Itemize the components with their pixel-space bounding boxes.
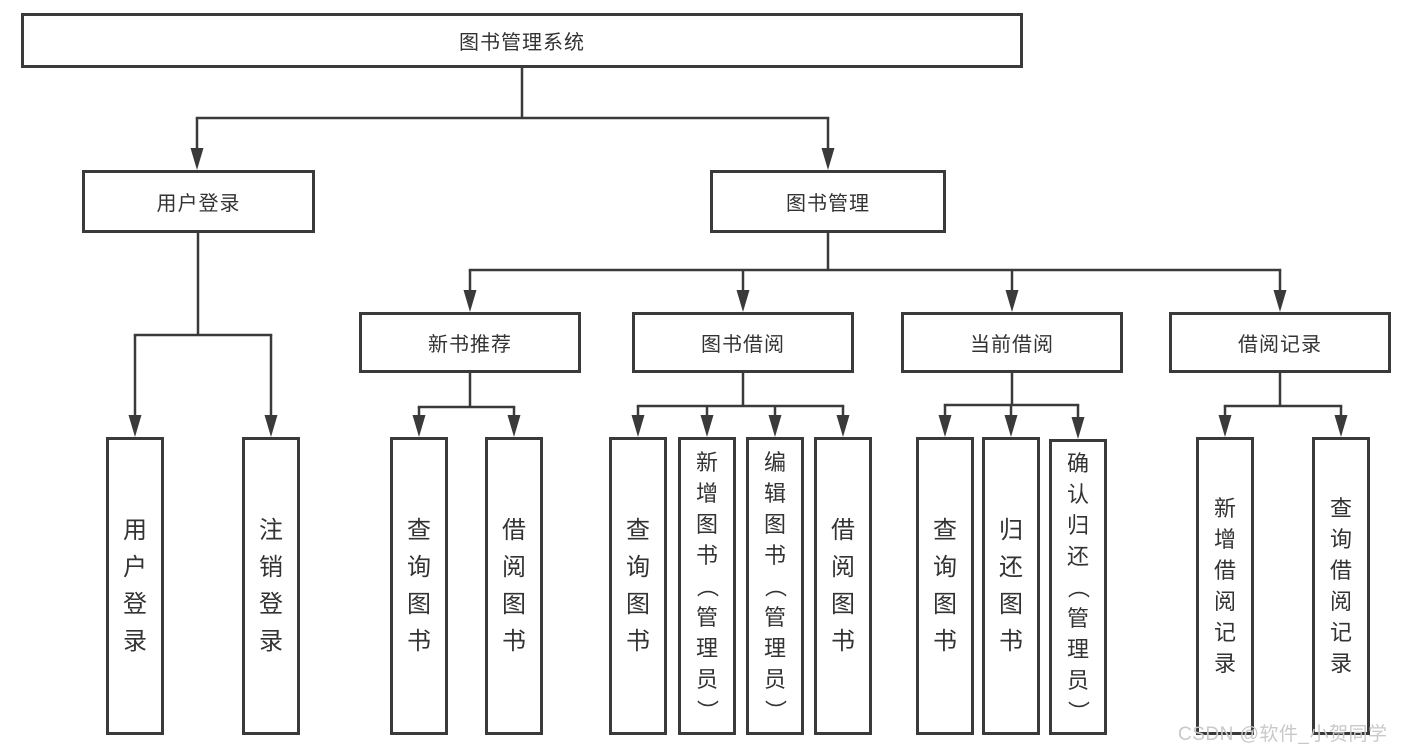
watermark: CSDN @软件_小贺同学	[1178, 724, 1388, 745]
node-new-book-recommend: 新书推荐	[359, 312, 581, 373]
leaf-confirm-return-admin: 确认归还（管理员）	[1049, 439, 1107, 735]
node-book-borrow-label: 图书借阅	[701, 334, 785, 356]
leaf-user-login: 用户登录	[106, 437, 164, 735]
leaf-borrow-books-borrow: 借阅图书	[814, 437, 872, 735]
leaf-borrow-books-recommend: 借阅图书	[485, 437, 543, 735]
node-user-login: 用户登录	[82, 170, 315, 233]
node-root: 图书管理系统	[21, 13, 1023, 68]
leaf-edit-book-admin: 编辑图书（管理员）	[746, 437, 804, 735]
leaf-return-book: 归还图书	[982, 437, 1040, 735]
leaf-query-borrow-record: 查询借阅记录	[1312, 437, 1370, 735]
node-current-borrow-label: 当前借阅	[970, 334, 1054, 356]
node-user-login-label: 用户登录	[156, 193, 241, 215]
node-new-book-recommend-label: 新书推荐	[428, 334, 512, 356]
node-book-management-label: 图书管理	[786, 193, 870, 215]
node-borrow-records-label: 借阅记录	[1238, 334, 1322, 356]
node-book-management: 图书管理	[710, 170, 946, 233]
leaf-add-borrow-record: 新增借阅记录	[1196, 437, 1254, 735]
leaf-add-book-admin: 新增图书（管理员）	[678, 437, 736, 735]
node-current-borrow: 当前借阅	[901, 312, 1123, 373]
leaf-query-books-current: 查询图书	[916, 437, 974, 735]
leaf-query-books-borrow: 查询图书	[609, 437, 667, 735]
leaf-query-books-recommend: 查询图书	[390, 437, 448, 735]
node-borrow-records: 借阅记录	[1169, 312, 1391, 373]
leaf-logout: 注销登录	[242, 437, 300, 735]
node-book-borrow: 图书借阅	[632, 312, 854, 373]
node-root-label: 图书管理系统	[459, 32, 585, 54]
